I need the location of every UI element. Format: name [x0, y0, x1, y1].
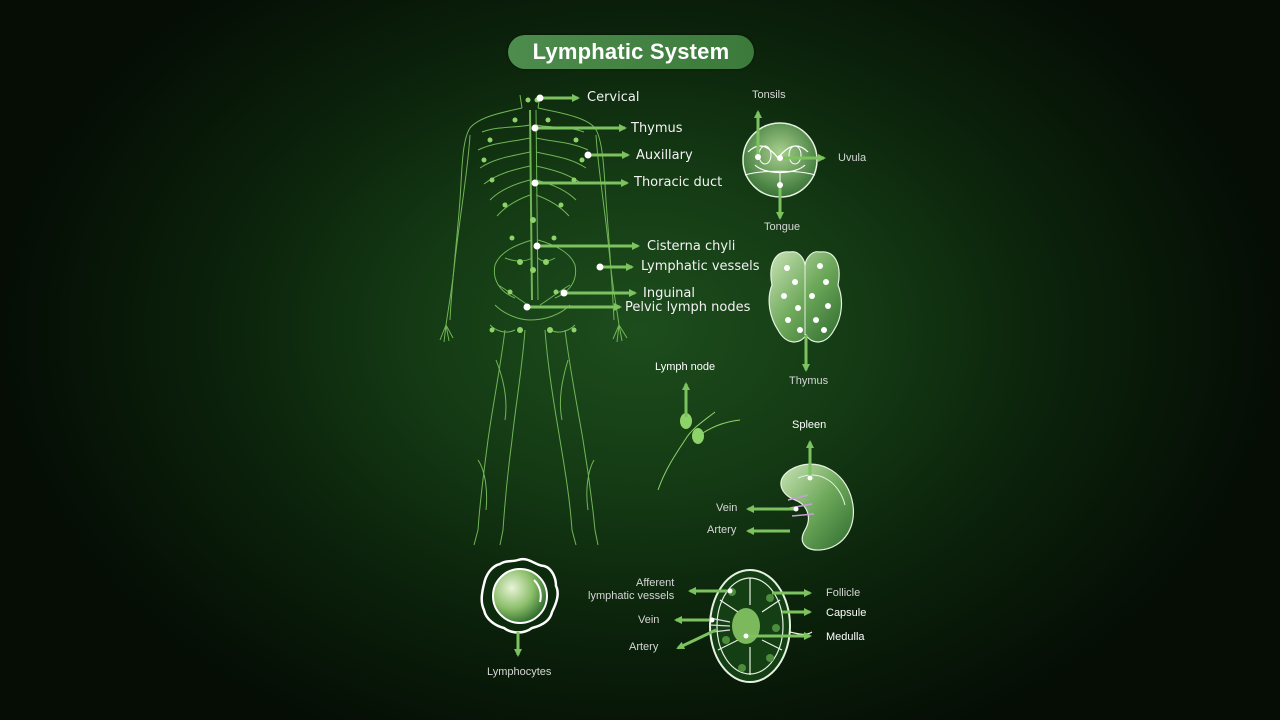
label-uvula: Uvula [838, 152, 867, 164]
label-thymus-organ: Thymus [789, 375, 829, 387]
node-detail-arrows [674, 587, 812, 650]
label-node-vein: Vein [638, 614, 660, 626]
label-lymphatic-vessels: Lymphatic vessels [641, 259, 760, 274]
label-thymus: Thymus [631, 121, 683, 136]
body-nodes [481, 97, 585, 333]
label-cisterna-chyli: Cisterna chyli [647, 239, 736, 254]
label-spleen-vein: Vein [716, 502, 738, 514]
lymphocyte-illustration [480, 557, 559, 634]
label-afferent-line1: Afferent [636, 577, 675, 589]
label-tongue: Tongue [764, 221, 801, 233]
label-auxillary: Auxillary [636, 148, 693, 163]
tonsils-arrows [754, 110, 826, 220]
label-tonsils: Tonsils [752, 89, 786, 101]
label-afferent-line2: lymphatic vessels [588, 590, 675, 602]
label-spleen: Spleen [792, 419, 827, 431]
page-title: Lymphatic System [532, 39, 730, 64]
title-pill: Lymphatic System [508, 35, 754, 69]
thymus-organ-illustration [768, 251, 843, 343]
label-follicle: Follicle [826, 587, 861, 599]
label-capsule: Capsule [826, 607, 867, 619]
label-medulla: Medulla [826, 631, 865, 643]
body-pointers [527, 94, 640, 311]
lymph-node-illustration [657, 411, 741, 491]
body-pointer-dots [523, 94, 604, 311]
label-lymphocytes: Lymphocytes [487, 666, 552, 678]
body-figure [439, 94, 628, 546]
label-inguinal: Inguinal [643, 286, 695, 301]
label-lymph-node: Lymph node [655, 361, 716, 373]
label-thoracic-duct: Thoracic duct [634, 175, 723, 190]
label-node-artery: Artery [629, 641, 659, 653]
label-pelvic-lymph-nodes: Pelvic lymph nodes [625, 300, 751, 315]
lymph-node-detail-illustration [709, 569, 813, 683]
label-cervical: Cervical [587, 90, 640, 105]
spleen-illustration [780, 463, 854, 551]
label-spleen-artery: Artery [707, 524, 737, 536]
